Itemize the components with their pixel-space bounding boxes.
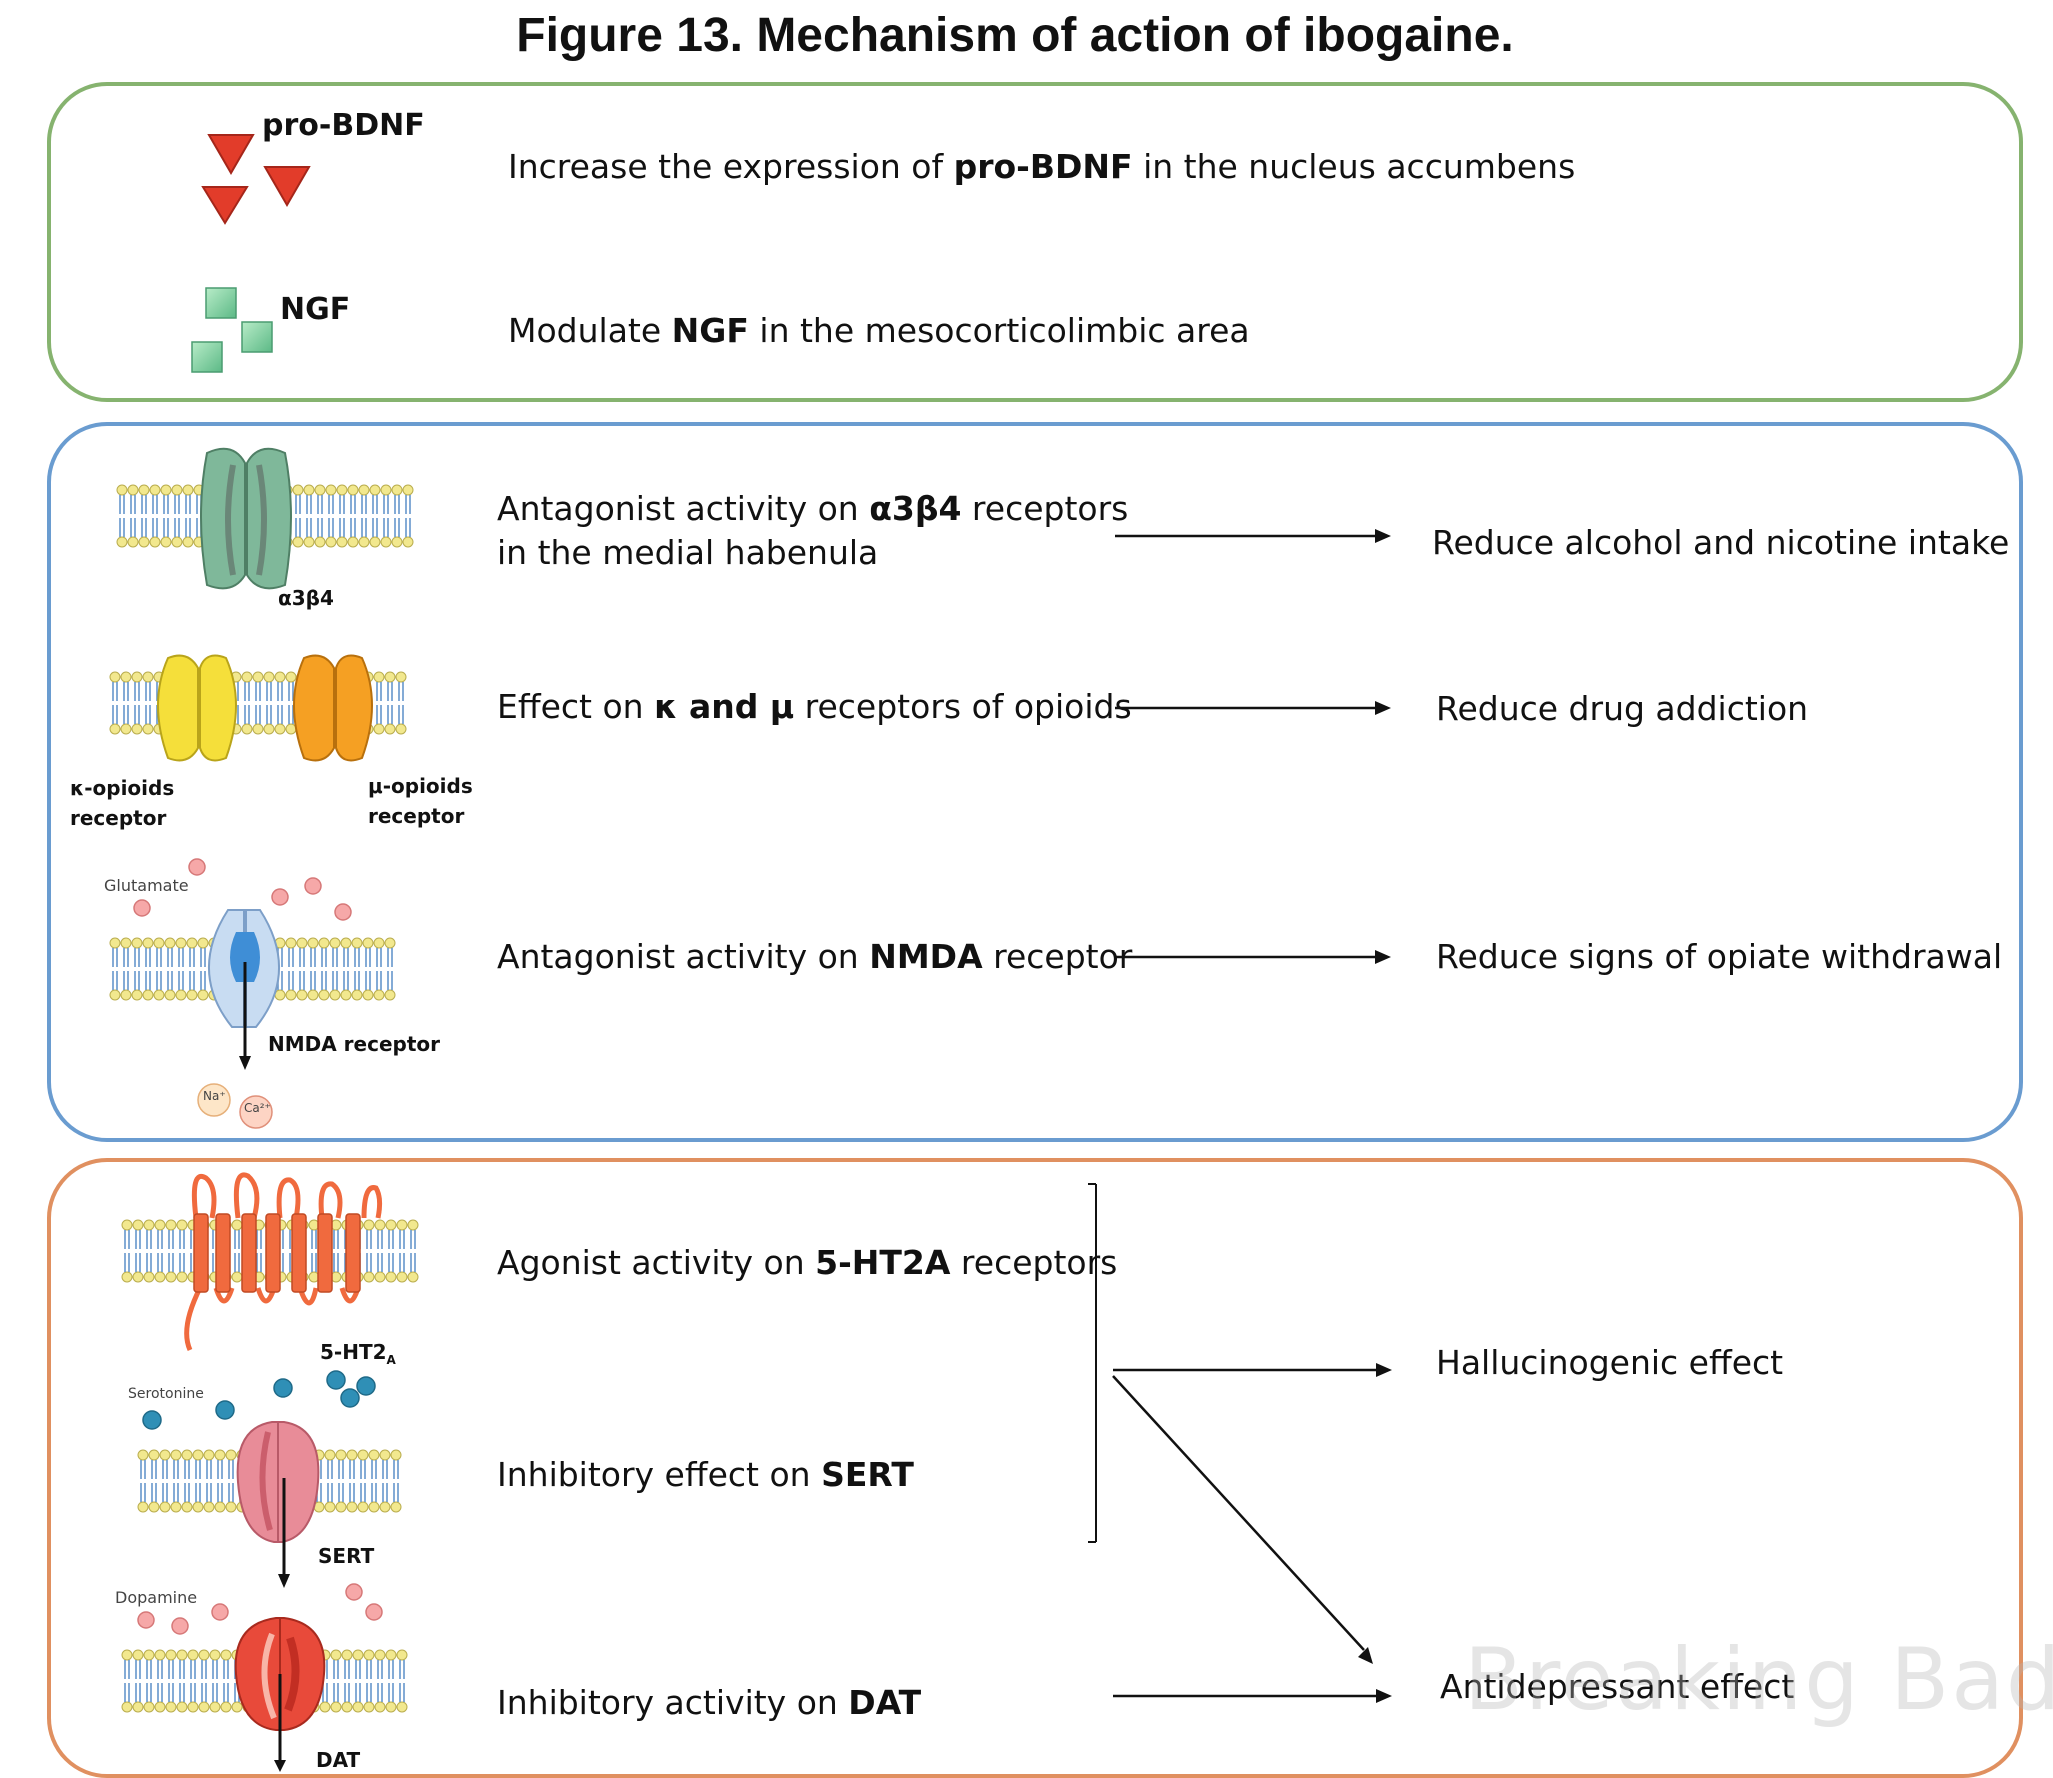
sert-transporter-icon: [137, 1421, 402, 1588]
opioid-receptors-icon: [109, 654, 407, 762]
arrow-opioid-icon: [1115, 701, 1391, 715]
opioid-outcome: Reduce drug addiction: [1436, 689, 1809, 728]
arrow-nmda-icon: [1115, 950, 1391, 964]
5ht2a-label: 5-HT2A: [320, 1340, 396, 1367]
nmda-text: Antagonist activity on NMDA receptor: [497, 937, 1133, 976]
glutamate-dots-icon: [133, 858, 352, 921]
dat-text: Inhibitory activity on DAT: [497, 1683, 922, 1722]
bdnf-effect-text: Increase the expression of pro-BDNF in t…: [508, 147, 1576, 186]
hallucinogenic-outcome: Hallucinogenic effect: [1436, 1343, 1784, 1382]
glutamate-label: Glutamate: [104, 876, 189, 895]
na-ion-label: Na⁺: [203, 1089, 226, 1103]
kappa-label-line2: receptor: [70, 806, 167, 830]
5ht2a-text: Agonist activity on 5-HT2A receptors: [497, 1243, 1118, 1282]
dat-label: DAT: [316, 1748, 361, 1772]
a3b4-outcome: Reduce alcohol and nicotine intake: [1432, 523, 2010, 562]
kappa-label-line1: κ-opioids: [70, 776, 175, 800]
watermark: Breaking Bad: [1464, 1630, 2053, 1730]
arrow-a3b4-icon: [1115, 529, 1391, 543]
serotonine-dots-icon: [142, 1370, 376, 1430]
panel-receptors: [47, 422, 2023, 1142]
ngf-effect-text: Modulate NGF in the mesocorticolimbic ar…: [508, 311, 1250, 350]
panel-neurotrophic: [47, 82, 2023, 402]
mu-label-line2: receptor: [368, 804, 465, 828]
ca-ion-label: Ca²⁺: [244, 1101, 271, 1115]
a3b4-text-line2: in the medial habenula: [497, 533, 879, 572]
opioid-text: Effect on κ and μ receptors of opioids: [497, 687, 1132, 726]
a3b4-label: α3β4: [278, 586, 334, 610]
pro-bdnf-triangles-icon: [201, 134, 311, 225]
ngf-label: NGF: [280, 292, 351, 327]
antidepressant-outcome: Antidepressant effect: [1440, 1667, 1795, 1706]
dopamine-dots-icon: [137, 1583, 383, 1635]
nmda-receptor-icon: [109, 909, 396, 1070]
dopamine-label: Dopamine: [115, 1588, 198, 1607]
sert-label: SERT: [318, 1544, 375, 1568]
ngf-squares-icon: [191, 287, 273, 373]
ion-circles-icon: [197, 1083, 273, 1129]
nmda-outcome: Reduce signs of opiate withdrawal: [1436, 937, 2003, 976]
nmda-label: NMDA receptor: [268, 1032, 441, 1056]
mu-label-line1: μ-opioids: [368, 774, 473, 798]
5ht2a-receptor-icon: [121, 1172, 419, 1352]
a3b4-text-line1: Antagonist activity on α3β4 receptors: [497, 489, 1129, 528]
serotonine-label: Serotonine: [128, 1386, 204, 1402]
bracket-and-arrows-icon: [1088, 1183, 1392, 1703]
sert-text: Inhibitory effect on SERT: [497, 1455, 914, 1494]
figure-title: Figure 13. Mechanism of action of ibogai…: [516, 9, 1514, 62]
a3b4-receptor-icon: [116, 447, 414, 590]
pro-bdnf-label: pro-BDNF: [262, 108, 425, 143]
dat-transporter-icon: [121, 1617, 408, 1772]
